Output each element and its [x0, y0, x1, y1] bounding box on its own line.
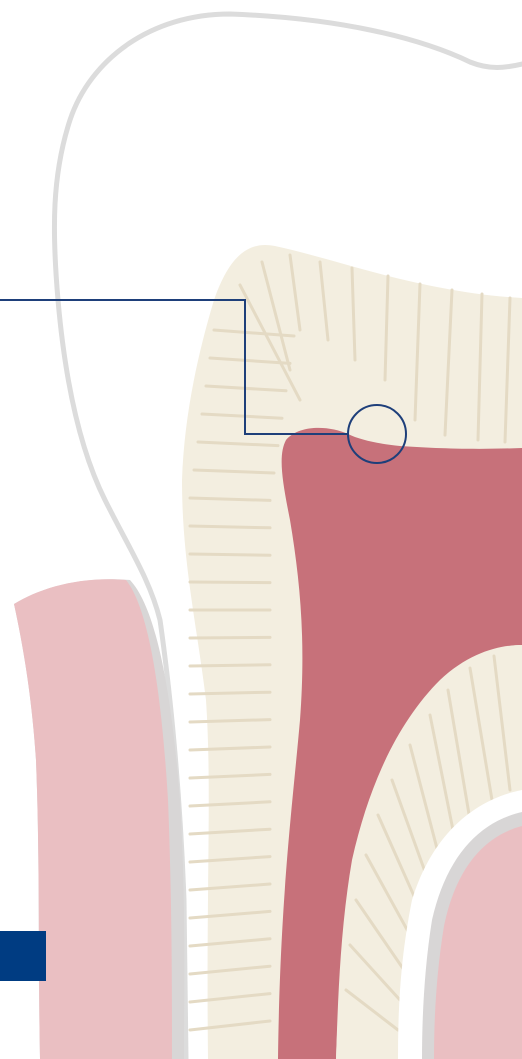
dentin-tubule: [190, 692, 270, 694]
dentin-tubule: [190, 526, 270, 528]
dentin-tubule: [190, 582, 270, 583]
dentin-tubule: [190, 665, 270, 666]
dentin-tubule: [190, 554, 270, 555]
accent-bar: [0, 931, 46, 981]
outer-gum: [14, 579, 172, 1059]
dentin-tubule: [190, 637, 270, 638]
